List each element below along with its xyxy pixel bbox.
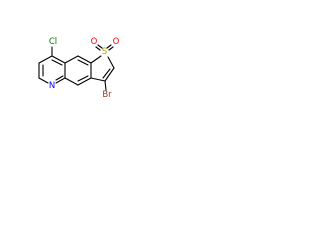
bond — [51, 55, 66, 64]
bond — [77, 59, 89, 66]
bond — [104, 80, 107, 91]
atom-labels: Cl S O O Br N — [49, 37, 120, 100]
structure-svg: Cl S O O Br N — [38, 37, 120, 100]
bond — [55, 77, 66, 84]
bond — [64, 55, 79, 64]
molecule-structure-diagram: Cl S O O Br N — [0, 0, 152, 152]
bond — [104, 67, 115, 82]
bond — [90, 77, 106, 82]
bond — [106, 44, 112, 49]
atom-label-n: N — [49, 81, 55, 91]
bond — [77, 55, 92, 64]
atom-label-cl: Cl — [49, 37, 57, 47]
atom-label-o-right: O — [113, 37, 120, 47]
atom-label-o-left: O — [91, 37, 98, 47]
bond — [102, 68, 111, 79]
bond — [77, 77, 92, 86]
bond — [55, 75, 64, 81]
bond — [107, 56, 115, 69]
bond — [51, 59, 63, 66]
bond — [95, 46, 101, 51]
atom-label-br: Br — [102, 90, 112, 100]
bond — [77, 75, 89, 82]
bonds — [38, 44, 115, 91]
bond — [64, 77, 79, 86]
bond — [90, 55, 102, 64]
atom-label-s: S — [102, 47, 107, 57]
bond — [97, 44, 103, 49]
bond — [108, 46, 114, 51]
bond — [38, 77, 49, 84]
bond — [38, 55, 53, 64]
